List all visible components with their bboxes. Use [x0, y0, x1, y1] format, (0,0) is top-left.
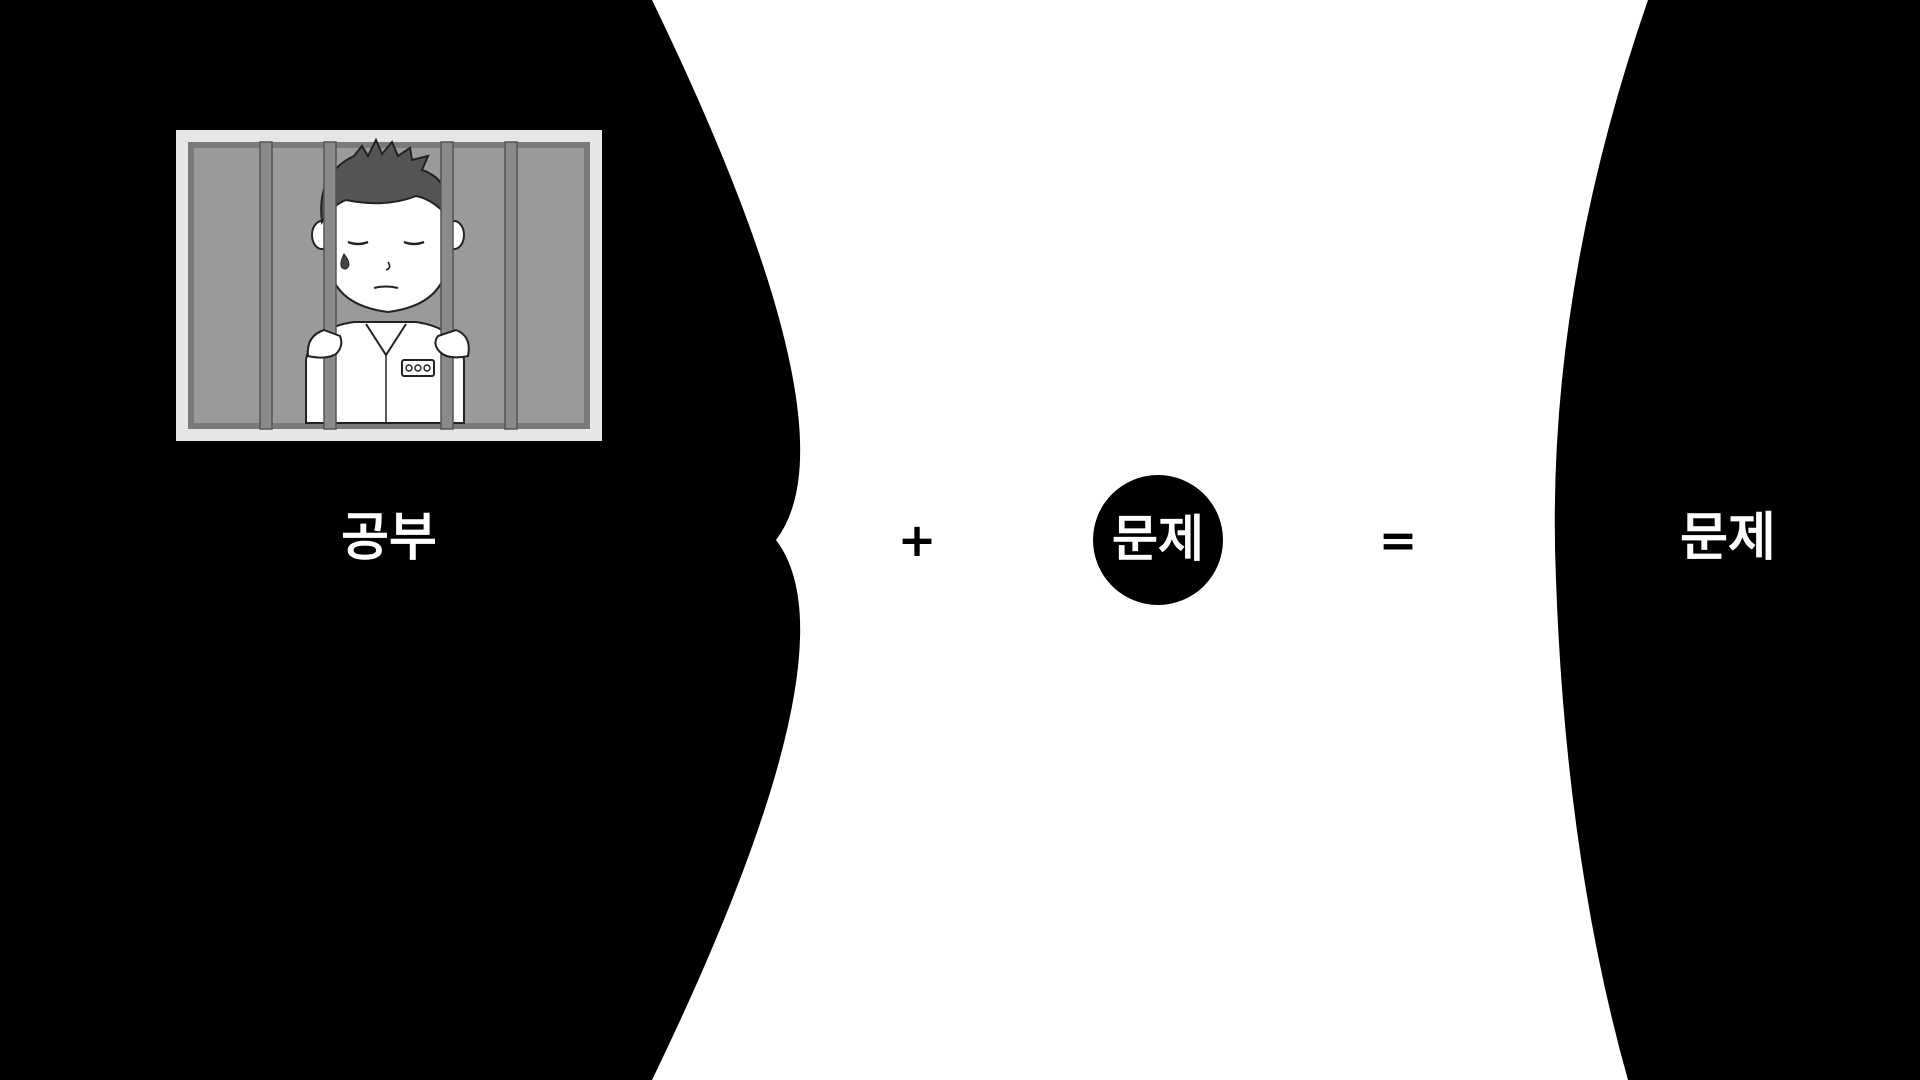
- equals-operator: =: [1378, 513, 1418, 567]
- left-operand-label: 공부: [341, 508, 437, 568]
- center-operand-label: 문제: [1112, 510, 1204, 568]
- left-hand: [306, 328, 343, 359]
- cell-bar: [504, 141, 518, 430]
- right-dark-arc-shape: [1554, 0, 1920, 1080]
- badge-dot: [423, 364, 431, 372]
- plus-operator: +: [897, 513, 937, 567]
- center-circle-badge: [1093, 475, 1223, 605]
- prisoner-behind-bars-icon: [176, 130, 602, 441]
- closed-eye: [347, 240, 369, 246]
- nose: [385, 261, 391, 271]
- tear-drop: [340, 253, 350, 270]
- name-badge: [401, 359, 435, 377]
- badge-dot: [414, 364, 422, 372]
- cell-bar: [440, 141, 454, 430]
- result-label: 문제: [1680, 508, 1776, 568]
- right-hand: [434, 328, 470, 359]
- closed-eye: [403, 240, 425, 246]
- mouth: [373, 285, 399, 289]
- badge-dot: [405, 364, 413, 372]
- cell-bar: [259, 141, 273, 430]
- cell-bar: [323, 141, 337, 430]
